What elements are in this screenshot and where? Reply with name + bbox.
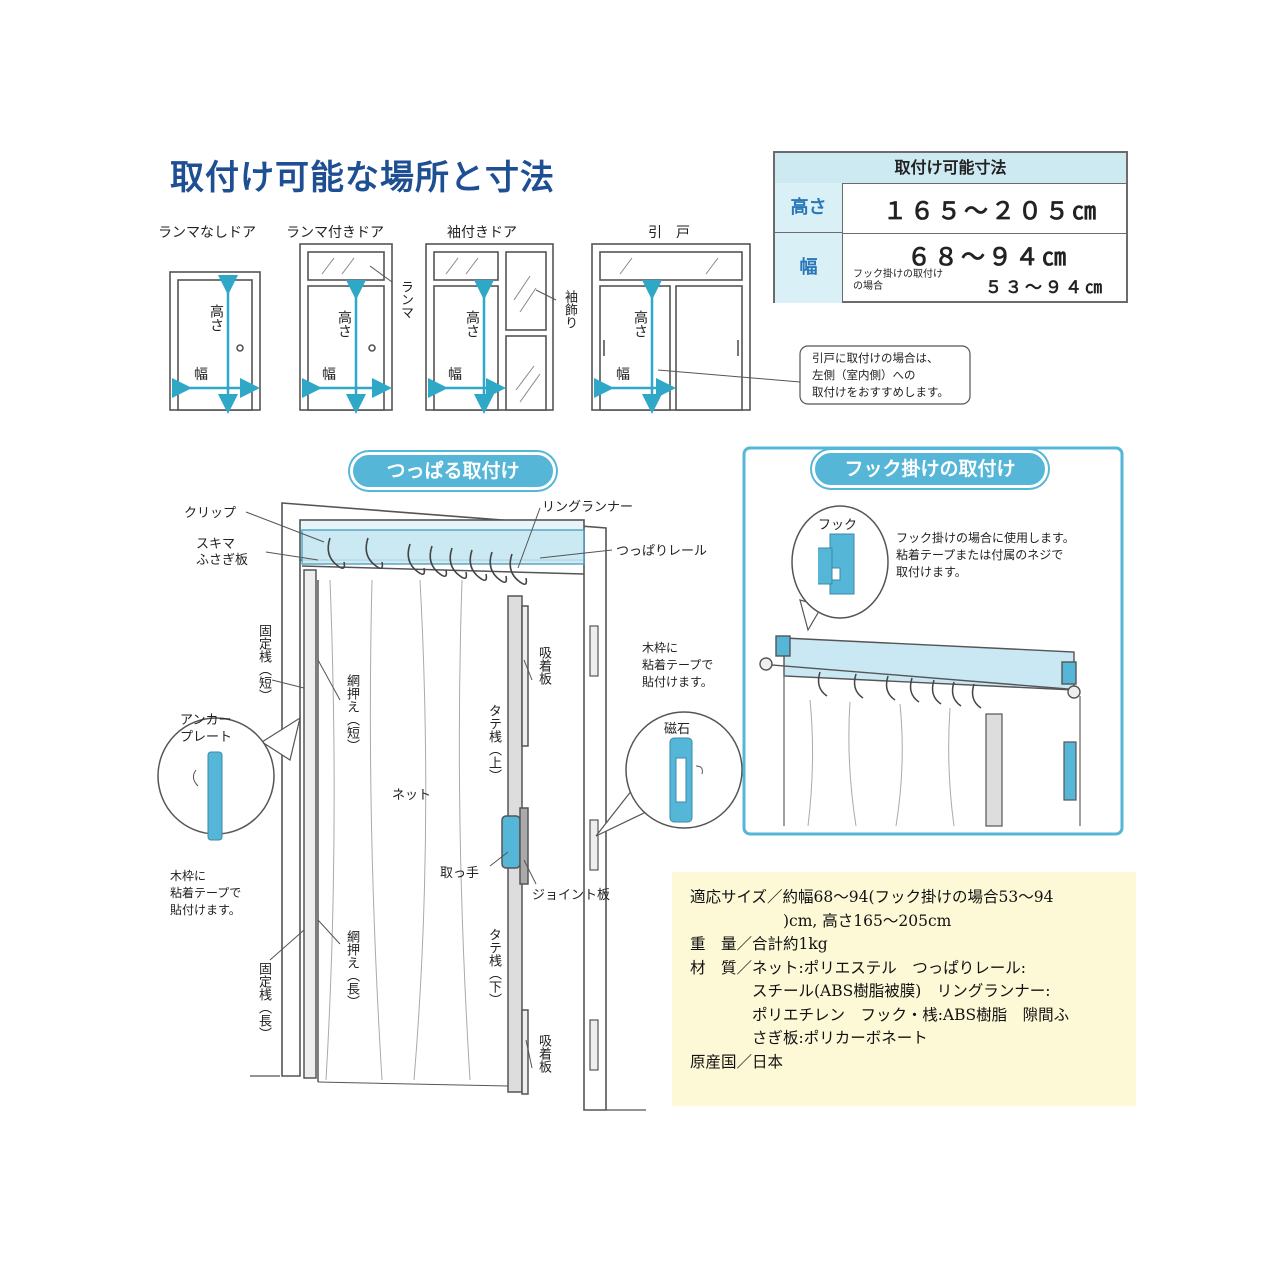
spec-line-4: 材 質／ネット:ポリエステル つっぱりレール: xyxy=(690,958,1026,977)
hook-section-note: フック掛けの場合に使用します。 粘着テープまたは付属のネジで 取付けます。 xyxy=(896,531,1075,579)
label-net-holder-long: 網押え（長） xyxy=(344,930,359,1008)
door-caption-transom: ランマ付きドア xyxy=(286,225,384,241)
hook-note: フック掛けの取付け の場合 xyxy=(853,269,943,292)
door3-width-label: 幅 xyxy=(448,367,462,383)
height-label: 高さ xyxy=(775,183,843,233)
hook-part xyxy=(829,533,855,595)
fixed-frame xyxy=(303,569,317,1079)
door-caption-no-transom: ランマなしドア xyxy=(158,225,256,241)
door-caption-sliding: 引 戸 xyxy=(648,225,690,241)
hook-section-title: フック掛けの取付け xyxy=(812,450,1048,488)
label-tension-rail: つっぱりレール xyxy=(616,544,708,559)
dimension-table: 取付け可能寸法 高さ １６５～２０５㎝ 幅 ６８～９４㎝ フック掛けの取付け の… xyxy=(773,151,1128,303)
spec-box: 適応サイズ／約幅68～94(フック掛けの場合53～94 )cm, 高さ165～2… xyxy=(672,872,1136,1106)
handle-grip xyxy=(501,815,521,869)
spec-line-8: 原産国／日本 xyxy=(690,1052,784,1071)
width-label: 幅 xyxy=(775,233,843,303)
height-value: １６５～２０５㎝ xyxy=(883,197,1099,225)
tension-section-title: つっぱる取付け xyxy=(350,452,556,490)
door1-width-label: 幅 xyxy=(194,367,208,383)
door4-width-label: 幅 xyxy=(616,367,630,383)
side-panel-label: 袖飾り xyxy=(562,290,577,329)
hook-label: フック xyxy=(818,518,858,533)
label-vertical-frame-bottom: タテ桟（下） xyxy=(486,928,501,1006)
hook-value: ５３～９４㎝ xyxy=(985,278,1105,298)
label-net-holder-short: 網押え（短） xyxy=(344,674,359,752)
label-suction-plate-top: 吸着板 xyxy=(536,646,551,685)
page-title: 取付け可能な場所と寸法 xyxy=(170,158,555,198)
door4-height-label: 高さ xyxy=(632,310,648,338)
spec-line-3: 重 量／合計約1kg xyxy=(690,935,828,953)
door2-width-label: 幅 xyxy=(322,367,336,383)
label-joint-plate: ジョイント板 xyxy=(532,888,611,903)
anchor-callout-title: アンカー プレート xyxy=(180,713,233,745)
label-gap-plate: スキマ ふさぎ板 xyxy=(196,537,249,568)
dimension-table-header: 取付け可能寸法 xyxy=(775,153,1126,184)
spec-line-1: 適応サイズ／約幅68～94(フック掛けの場合53～94 xyxy=(690,888,1054,906)
label-net: ネット xyxy=(392,788,432,803)
sliding-note-bubble xyxy=(799,345,971,405)
label-vertical-frame-top: タテ桟（上） xyxy=(486,704,501,782)
width-value: ６８～９４㎝ xyxy=(907,243,1069,271)
label-fixed-frame-short: 固定桟（短） xyxy=(256,624,271,702)
label-fixed-frame-long: 固定桟（長） xyxy=(256,962,271,1040)
door2-height-label: 高さ xyxy=(336,310,352,338)
anchor-plate xyxy=(207,751,223,841)
door3-height-label: 高さ xyxy=(464,310,480,338)
door1-height-label: 高さ xyxy=(208,304,224,332)
anchor-callout-note: 木枠に 粘着テープで 貼付けます。 xyxy=(170,869,242,917)
spec-line-6: ポリエチレン フック・桟:ABS樹脂 隙間ふ xyxy=(690,1005,1070,1024)
sliding-note: 引戸に取付けの場合は、 左側（室内側）への 取付けをおすすめします。 xyxy=(812,351,949,399)
spec-line-5: スチール(ABS樹脂被膜) リングランナー: xyxy=(690,982,1051,1000)
label-clip: クリップ xyxy=(184,506,237,521)
spec-line-2: )cm, 高さ165～205cm xyxy=(690,911,952,930)
magnet-callout-note: 木枠に 粘着テープで 貼付けます。 xyxy=(642,641,714,689)
door-caption-side-panel: 袖付きドア xyxy=(447,225,517,241)
tension-rail xyxy=(301,529,585,565)
label-suction-plate-bottom: 吸着板 xyxy=(536,1034,551,1073)
transom-label: ランマ xyxy=(398,280,413,319)
magnet-label: 磁石 xyxy=(664,722,691,737)
label-handle: 取っ手 xyxy=(440,866,480,881)
label-ring-runner: リングランナー xyxy=(542,500,634,515)
spec-line-7: さぎ板:ポリカーボネート xyxy=(690,1029,928,1047)
